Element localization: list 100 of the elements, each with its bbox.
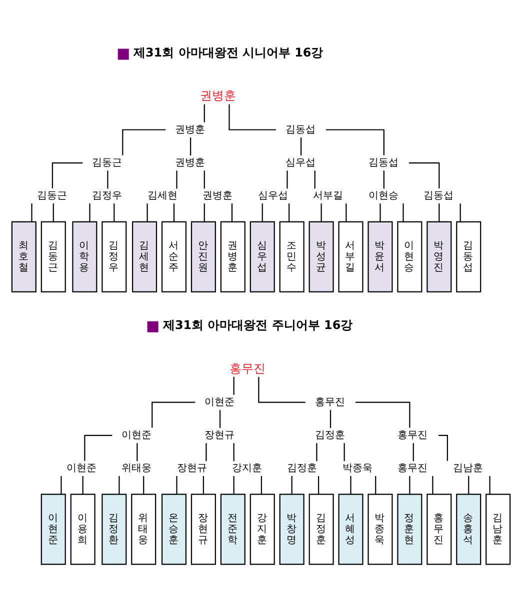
label: 제31회 아마대왕전 주니어부 16강 [162, 317, 353, 332]
node-text: 이현승 [368, 190, 398, 202]
connector [233, 376, 234, 394]
connector [60, 476, 62, 494]
node-box: 서순주 [161, 220, 187, 292]
connector [152, 401, 196, 428]
connector [118, 476, 120, 494]
connector [114, 203, 115, 222]
node-text: 위태웅 [122, 462, 152, 474]
connector [432, 476, 434, 494]
node-box: 이현준 [40, 493, 66, 564]
node-box: 위태웅 [131, 493, 156, 564]
connector [438, 203, 440, 222]
connector [314, 170, 316, 188]
connector [233, 442, 234, 461]
connector [409, 476, 410, 494]
node-text: 홍무진 [398, 430, 428, 440]
node-box: 김정우 [102, 220, 127, 292]
connector [330, 409, 332, 428]
connector [383, 170, 384, 188]
node-text: 권병훈 [174, 124, 205, 135]
node-box: 조민수 [279, 220, 304, 292]
connector [316, 442, 318, 461]
node-box: 홍무진 [426, 493, 452, 564]
connector [82, 476, 84, 494]
node-box: 박영진 [426, 220, 452, 292]
node-text: 김세현 [147, 190, 178, 202]
node-box: 박종욱 [368, 493, 393, 564]
node-box: 김세현 [132, 220, 158, 292]
node-text: 심우섭 [285, 156, 316, 168]
node-box: 정훈현 [397, 493, 422, 564]
connector [233, 476, 234, 494]
connector [204, 104, 205, 122]
node-text: 이현준 [122, 430, 152, 440]
node-box: 송홍석 [456, 493, 482, 564]
node-box: 박창명 [279, 493, 304, 564]
connector [231, 203, 233, 222]
node-text: 장현규 [204, 430, 234, 440]
connector [52, 162, 83, 188]
node-box: 장현규 [190, 493, 216, 564]
connector [204, 170, 205, 188]
connector [190, 136, 192, 155]
node-text: 김동섭 [424, 190, 454, 202]
connector [258, 376, 306, 402]
node-text: 이현준 [66, 462, 96, 474]
node-box: 박윤서 [368, 220, 393, 292]
node-box: 이학용 [72, 220, 98, 292]
node-box: 심우섭 [250, 220, 275, 292]
connector [320, 203, 322, 222]
node-box: 김정훈 [308, 493, 334, 564]
connector [408, 162, 440, 188]
connector [380, 203, 381, 222]
connector [52, 203, 54, 222]
node-box: 안진원 [190, 220, 216, 292]
connector [460, 203, 461, 222]
connector [176, 476, 178, 494]
connector [204, 203, 205, 222]
connector [375, 476, 376, 494]
connector [412, 442, 414, 461]
connector [489, 476, 490, 494]
node-box: 권병훈 [220, 220, 246, 292]
node-box: 이현승 [397, 220, 422, 292]
node-box: 온승훈 [161, 493, 187, 564]
node-box: 전준학 [220, 493, 246, 564]
node-text: 박종욱 [342, 462, 372, 474]
node-text: 홍무진 [230, 360, 266, 375]
connector [136, 442, 138, 461]
node-text: 김정훈 [314, 430, 345, 440]
connector [318, 476, 320, 494]
node-text: 장현규 [176, 462, 207, 474]
label: 제31회 아마대왕전 시니어부 16강 [133, 44, 324, 59]
node-box: 김동섭 [456, 220, 482, 292]
node-text: 홍무진 [398, 462, 428, 474]
node-text: 김정훈 [287, 462, 318, 474]
connector [260, 476, 262, 494]
node-box: 박성균 [308, 220, 334, 292]
connector [288, 203, 290, 222]
node-text: 강지훈 [232, 462, 262, 474]
connector [346, 203, 347, 222]
connector [143, 476, 144, 494]
connector [31, 203, 32, 222]
node-text: 심우섭 [258, 190, 288, 202]
connector [350, 476, 352, 494]
connector [326, 128, 384, 155]
node-text: 이현준 [204, 396, 234, 408]
node-text: 김동근 [36, 190, 67, 202]
connector [468, 476, 470, 494]
connector [206, 442, 207, 461]
node-text: 김동근 [92, 156, 122, 168]
connector [356, 401, 410, 428]
connector [84, 434, 112, 460]
connector [219, 409, 221, 428]
node-box: 서부길 [338, 220, 364, 292]
connector [262, 203, 263, 222]
connector [286, 170, 288, 188]
node-box: 김동근 [40, 220, 66, 292]
node-text: 서부길 [313, 190, 344, 202]
connector [107, 170, 108, 188]
node-box: 강지훈 [250, 493, 275, 564]
node-text: 김정우 [92, 190, 122, 202]
